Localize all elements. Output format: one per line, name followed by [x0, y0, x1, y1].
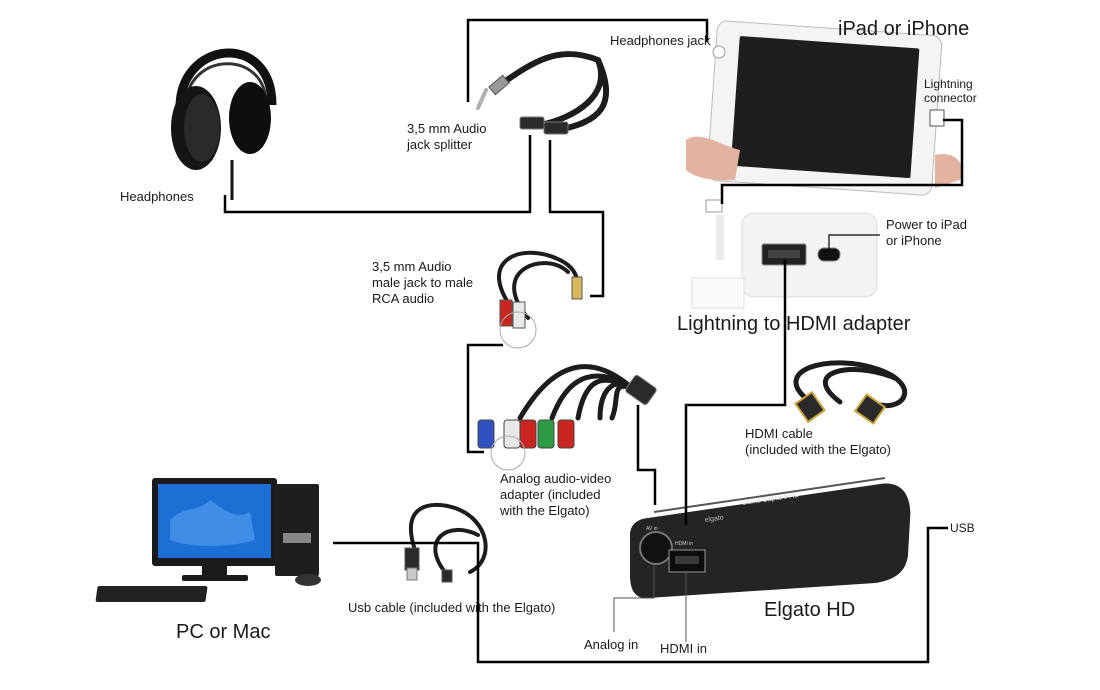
wire-power-to-ipad: [828, 234, 880, 250]
label-audio-splitter: 3,5 mm Audio jack splitter: [407, 121, 487, 152]
wire-av-adapter-to-elgato: [636, 405, 657, 505]
label-elgato-hd: Elgato HD: [764, 599, 856, 621]
wire-hdmi-adapter-to-elgato: [684, 260, 787, 525]
audio-splitter-icon: [476, 51, 610, 135]
ipad-icon: [686, 20, 963, 196]
label-av-adapter: Analog audio-video adapter (included wit…: [500, 471, 612, 518]
label-hdmi-in: HDMI in: [660, 641, 707, 656]
rca-cable-icon: [497, 250, 583, 349]
hdmi-cable-icon: [793, 360, 907, 425]
label-usb: USB: [950, 521, 975, 535]
label-pc-or-mac: PC or Mac: [176, 621, 271, 643]
elgato-brand-text: elgato: [704, 514, 724, 524]
label-hdmi-cable: HDMI cable (included with the Elgato): [745, 426, 891, 457]
wire-headphones-to-splitter: [223, 135, 532, 214]
label-usb-cable: Usb cable (included with the Elgato): [348, 600, 556, 615]
pc-icon: [95, 478, 321, 602]
label-headphones: Headphones: [120, 189, 194, 204]
wire-splitter-to-rca: [548, 140, 605, 298]
wire-splitter-input-to-ipad-jack: [466, 18, 709, 102]
elgato-port-av-text: AV in: [646, 526, 658, 532]
wire-lightning-connector-to-adapter: [720, 118, 964, 204]
elgato-device-icon: elgato Game Capture HD AV in HDMI in: [630, 477, 911, 599]
label-power-to-ipad: Power to iPad or iPhone: [886, 217, 967, 248]
label-rca-audio: 3,5 mm Audio male jack to male RCA audio: [372, 259, 474, 306]
connection-wires: [223, 18, 964, 664]
headphones-icon: [171, 48, 277, 200]
elgato-port-hdmi-text: HDMI in: [675, 541, 693, 547]
lightning-hdmi-adapter-icon: [691, 199, 878, 309]
label-analog-in: Analog in: [584, 637, 639, 652]
label-ipad-or-iphone: iPad or iPhone: [838, 18, 970, 40]
label-pointers: [613, 565, 687, 642]
wire-pc-to-elgato-usb: [333, 526, 948, 664]
pointer-analog-in: [613, 565, 655, 632]
usb-cable-icon: [404, 502, 488, 583]
label-headphones-jack: Headphones jack: [610, 33, 711, 48]
label-lightning-hdmi-adapter: Lightning to HDMI adapter: [677, 313, 911, 335]
label-lightning-connector: Lightning connector: [924, 77, 977, 105]
av-adapter-cable-icon: [477, 364, 657, 471]
wire-rca-to-av-adapter: [466, 343, 503, 454]
